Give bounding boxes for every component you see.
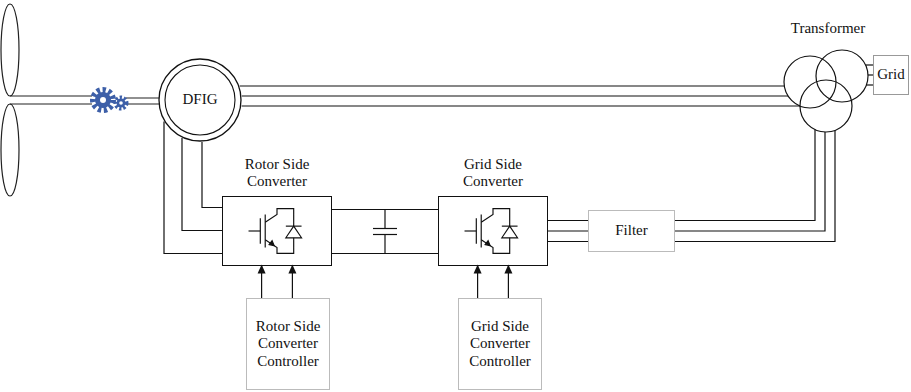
transformer-windings — [778, 20, 878, 136]
grid-box: Grid — [873, 55, 909, 95]
connector-segment — [675, 132, 825, 231]
connector-segment — [261, 266, 262, 299]
converter-outline — [438, 196, 548, 266]
gearbox-symbol — [93, 90, 127, 110]
power-line — [477, 266, 478, 299]
connector-segment — [477, 266, 478, 299]
node-label: Grid Side Converter Controller — [459, 318, 541, 370]
connector-segment — [384, 210, 385, 229]
power-line — [164, 122, 222, 254]
power-line — [548, 221, 588, 242]
node-label: Rotor Side Converter Controller — [247, 318, 329, 370]
generator-circle: DFIG — [158, 58, 242, 142]
connector-segment — [384, 235, 385, 254]
node-label: Transformer — [778, 20, 878, 37]
filter-box: Filter — [588, 210, 675, 252]
node-label: Rotor Side Converter — [235, 156, 319, 191]
shaft-line — [10, 95, 92, 96]
node-label: DFIG — [182, 91, 217, 108]
converter-outline — [222, 196, 332, 266]
connector-segment — [548, 220, 588, 221]
node-label: Grid Side Converter — [451, 156, 535, 191]
connector-segment — [866, 64, 873, 65]
connector-segment — [548, 230, 588, 231]
turbine-blade — [1, 4, 19, 96]
connector-segment — [548, 241, 588, 242]
connector-segment — [292, 266, 293, 299]
connector-segment — [240, 85, 785, 86]
connector-segment — [373, 228, 397, 229]
converter-box: Grid Side Converter — [438, 156, 548, 266]
turbine-blade — [1, 104, 19, 196]
igbt-diode-symbol — [439, 197, 547, 265]
power-line — [508, 266, 509, 299]
connector-segment — [182, 138, 222, 231]
connector-segment — [373, 234, 397, 235]
connector-segment — [675, 130, 815, 221]
converter-box: Rotor Side Converter — [222, 156, 332, 266]
power-line — [261, 266, 262, 299]
shaft-line — [10, 103, 92, 104]
shaft-line — [126, 103, 160, 104]
transformer-symbol: Transformer — [778, 20, 878, 136]
node-label: Filter — [615, 222, 648, 239]
connector-segment — [508, 266, 509, 299]
connector-segment — [202, 142, 222, 208]
power-line — [240, 86, 800, 106]
power-line — [292, 266, 293, 299]
power-line — [675, 130, 835, 242]
shaft-line — [126, 97, 160, 98]
connector-segment — [242, 95, 788, 96]
controller-box: Rotor Side Converter Controller — [246, 298, 330, 390]
node-label: Grid — [877, 66, 905, 83]
connector-segment — [675, 130, 835, 241]
connector-segment — [164, 122, 222, 254]
igbt-diode-symbol — [223, 197, 331, 265]
power-line — [332, 210, 438, 254]
controller-box: Grid Side Converter Controller — [458, 298, 542, 390]
connector-segment — [866, 84, 873, 85]
connector-segment — [242, 105, 800, 106]
